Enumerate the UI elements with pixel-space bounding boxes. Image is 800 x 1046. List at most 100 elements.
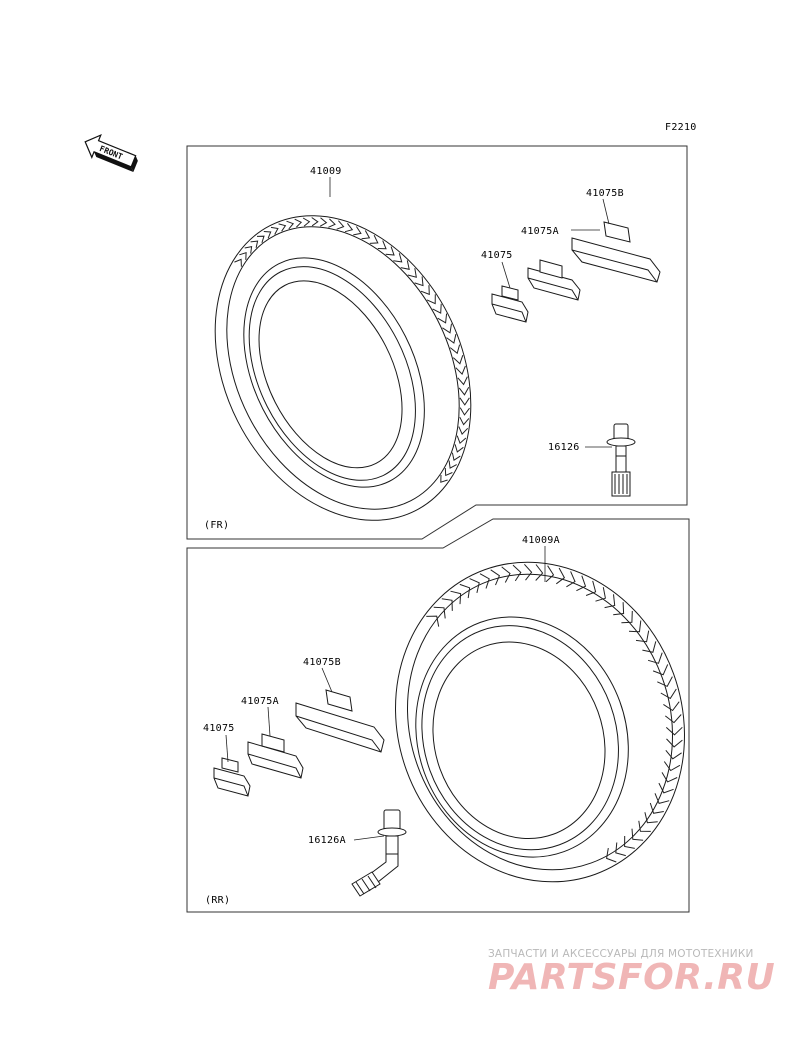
- tread-groove: [256, 235, 265, 243]
- tread-groove: [302, 217, 311, 227]
- tread-groove: [652, 664, 669, 676]
- tread-groove: [490, 569, 501, 586]
- tread-groove: [294, 218, 303, 228]
- tread-groove: [353, 226, 362, 236]
- rear-balance-weight-b: [295, 689, 385, 753]
- tread-groove: [369, 234, 379, 244]
- rear-valve-callout: 16126A: [308, 835, 346, 846]
- rear-tire-tread: [426, 563, 683, 863]
- tread-groove: [604, 594, 616, 609]
- tread-groove: [665, 749, 682, 760]
- tread-groove: [459, 416, 470, 426]
- rear-section-label: (RR): [205, 895, 230, 906]
- tread-groove: [665, 726, 683, 736]
- front-valve: [606, 423, 636, 497]
- tread-groove: [576, 575, 587, 592]
- tread-groove: [278, 223, 287, 232]
- tread-groove: [234, 258, 242, 267]
- tread-groove: [448, 460, 457, 469]
- front-arrow-icon: FRONT: [84, 134, 138, 173]
- front-tire-tread: [234, 217, 470, 483]
- tread-groove: [433, 606, 446, 619]
- tread-groove: [456, 435, 467, 445]
- front-section-frame: [186, 145, 688, 540]
- front-balance-weight-b: [571, 221, 661, 283]
- tread-groove: [660, 688, 677, 700]
- tread-groove: [407, 268, 417, 278]
- tread-groove: [479, 573, 490, 589]
- tread-groove: [437, 313, 448, 324]
- tread-groove: [664, 714, 682, 724]
- front-tire: [214, 215, 472, 521]
- tread-groove: [613, 602, 625, 616]
- tread-groove: [458, 426, 469, 435]
- tread-groove: [336, 220, 345, 230]
- tread-groove: [451, 452, 461, 462]
- tread-groove: [635, 630, 650, 643]
- front-weight-b-callout: 41075B: [586, 188, 624, 199]
- tread-groove: [286, 220, 295, 230]
- tread-groove: [311, 217, 319, 227]
- tread-groove: [270, 226, 279, 235]
- tread-groove: [666, 738, 683, 748]
- tread-groove: [459, 583, 471, 599]
- tread-groove: [344, 222, 354, 233]
- tread-groove: [426, 294, 436, 305]
- tread-groove: [658, 782, 674, 794]
- tread-groove: [566, 571, 576, 588]
- front-section-label: (FR): [204, 520, 229, 531]
- tread-groove: [535, 564, 544, 581]
- rear-weight-b-callout: 41075B: [303, 657, 341, 668]
- tread-groove: [263, 231, 272, 239]
- tread-groove: [644, 812, 658, 824]
- tread-groove: [638, 820, 651, 832]
- tread-groove: [426, 615, 440, 627]
- tread-groove: [661, 772, 678, 783]
- tread-groove: [663, 761, 681, 772]
- front-balance-weight-a: [527, 259, 581, 301]
- tread-groove: [469, 578, 480, 594]
- watermark-logo: PARTSFOR.RU: [488, 957, 776, 998]
- tread-groove: [393, 253, 403, 263]
- tread-groove: [440, 474, 448, 483]
- tread-groove: [454, 444, 464, 453]
- tread-groove: [624, 835, 635, 849]
- tread-groove: [649, 802, 664, 814]
- tread-groove: [385, 246, 395, 256]
- tread-groove: [615, 842, 626, 857]
- rear-weight-a-callout: 41075A: [241, 696, 279, 707]
- tread-groove: [457, 376, 468, 386]
- tread-groove: [444, 467, 453, 477]
- tread-groove: [377, 240, 387, 250]
- tread-groove: [663, 701, 680, 712]
- front-valve-callout: 16126: [548, 442, 580, 453]
- tread-groove: [432, 303, 442, 314]
- tread-groove: [459, 407, 470, 416]
- tread-groove: [400, 260, 410, 270]
- tread-groove: [631, 828, 644, 841]
- rear-weight-callout: 41075: [203, 723, 235, 734]
- tread-groove: [420, 285, 430, 296]
- tread-groove: [441, 598, 453, 611]
- rear-tire: [395, 561, 685, 883]
- tread-groove: [239, 252, 247, 260]
- tread-groove: [455, 365, 466, 375]
- tread-groove: [446, 333, 457, 344]
- tread-groove: [642, 641, 657, 653]
- tread-groove: [512, 564, 522, 582]
- tread-groove: [450, 590, 462, 605]
- front-tire-callout: 41009: [310, 166, 342, 177]
- front-weight-callout: 41075: [481, 250, 513, 261]
- tread-groove: [328, 218, 336, 228]
- tread-groove: [657, 676, 673, 688]
- watermark-subtitle: ЗАПЧАСТИ И АКСЕССУАРЫ ДЛЯ МОТОТЕХНИКИ: [488, 948, 754, 960]
- tread-groove: [545, 565, 555, 583]
- tread-groove: [244, 245, 253, 254]
- rear-section-frame: [186, 518, 690, 913]
- tread-groove: [414, 276, 424, 287]
- tread-groove: [647, 652, 663, 664]
- rear-tire-callout: 41009A: [522, 535, 560, 546]
- tread-groove: [319, 217, 328, 227]
- rear-balance-weight: [213, 757, 251, 797]
